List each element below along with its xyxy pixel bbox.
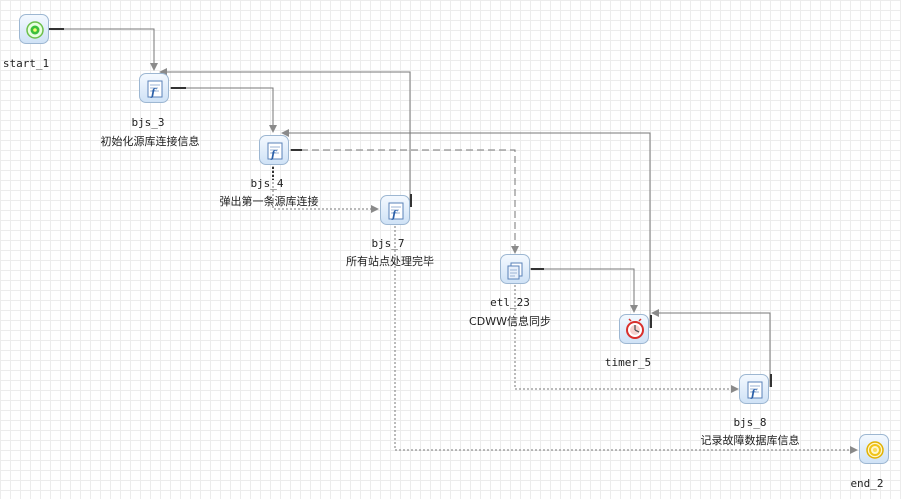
node-bjs-7[interactable]: f <box>380 195 410 225</box>
script-icon: f <box>388 202 404 221</box>
edge-timer5-bjs4 <box>281 129 651 328</box>
edge-start1-bjs3 <box>48 28 158 71</box>
node-timer-5[interactable] <box>619 314 649 344</box>
script-icon: f <box>747 381 763 400</box>
node-label-timer-5: timer_5 <box>604 356 652 369</box>
edge-bjs7-bjs3 <box>159 68 411 207</box>
node-start-1[interactable] <box>19 14 49 44</box>
node-bjs-4[interactable]: f <box>259 135 289 165</box>
node-label-etl-23: etl_23 <box>490 296 530 309</box>
node-label-start-1: start_1 <box>2 57 50 70</box>
node-bjs-8[interactable]: f <box>739 374 769 404</box>
svg-text:f: f <box>750 389 757 400</box>
node-desc-bjs-7: 所有站点处理完毕 <box>346 255 434 268</box>
svg-text:f: f <box>270 150 277 161</box>
edge-bjs4-etl23 <box>290 149 519 254</box>
edge-bjs7-end2 <box>394 226 858 454</box>
edge-bjs4-bjs7 <box>272 166 379 213</box>
node-desc-etl-23: CDWW信息同步 <box>469 315 551 328</box>
start-icon <box>26 21 44 39</box>
node-end-2[interactable] <box>859 434 889 464</box>
node-label-bjs-7: bjs_7 <box>371 237 405 250</box>
etl-icon <box>507 262 523 280</box>
svg-text:f: f <box>150 88 157 99</box>
edge-bjs8-timer5 <box>651 309 771 387</box>
node-desc-bjs-4: 弹出第一条源库连接 <box>219 195 319 208</box>
node-desc-bjs-3: 初始化源库连接信息 <box>100 135 200 148</box>
timer-icon <box>626 318 644 339</box>
node-label-bjs-3: bjs_3 <box>131 116 165 129</box>
script-icon: f <box>267 142 283 161</box>
edge-bjs3-bjs4 <box>170 87 277 133</box>
node-label-bjs-8: bjs_8 <box>733 416 767 429</box>
svg-text:f: f <box>391 210 398 221</box>
end-icon <box>866 441 884 459</box>
script-icon: f <box>147 80 163 99</box>
edge-etl23-bjs8 <box>514 285 739 393</box>
node-label-end-2: end_2 <box>850 477 884 490</box>
node-label-bjs-4: bjs_4 <box>250 177 284 190</box>
edge-etl23-timer5 <box>530 268 638 313</box>
node-bjs-3[interactable]: f <box>139 73 169 103</box>
node-desc-bjs-8: 记录故障数据库信息 <box>700 434 800 447</box>
node-etl-23[interactable] <box>500 254 530 284</box>
